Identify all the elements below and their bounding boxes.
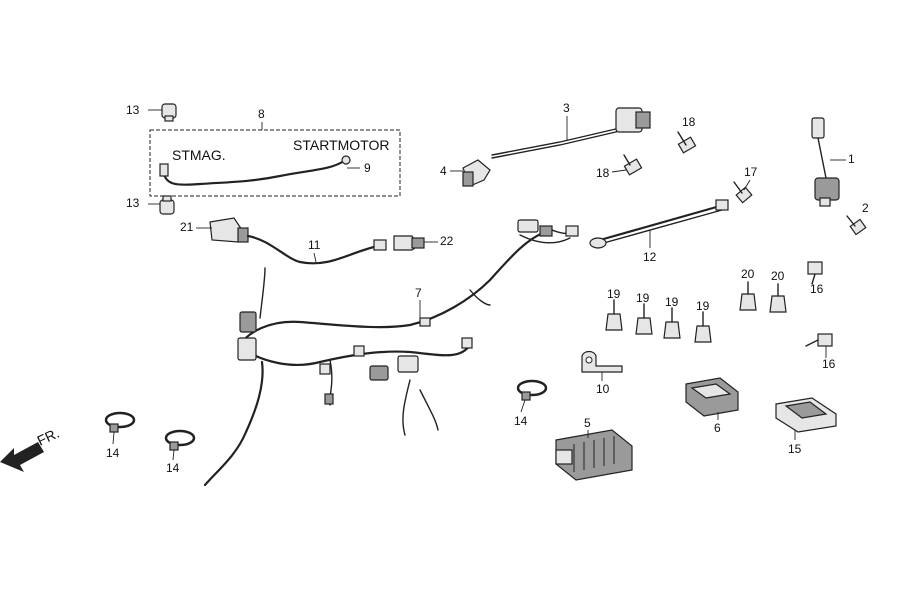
callout-1: 1 xyxy=(848,152,855,166)
callout-18-lower: 18 xyxy=(596,166,610,180)
part-20-clip-1 xyxy=(739,281,757,311)
part-20-clip-2 xyxy=(769,283,787,313)
callout-3: 3 xyxy=(563,101,570,115)
part-5-regulator xyxy=(555,429,633,481)
callout-9: 9 xyxy=(364,161,371,175)
callout-19-4: 19 xyxy=(696,299,710,313)
part-19-clip-3 xyxy=(663,307,681,339)
part-16-bolt-upper xyxy=(807,261,823,285)
callout-21: 21 xyxy=(180,220,194,234)
part-1-sensor xyxy=(811,117,840,207)
callout-13-top: 13 xyxy=(126,103,140,117)
part-16-bolt-lower xyxy=(805,333,833,347)
callout-11: 11 xyxy=(308,238,321,252)
callout-10: 10 xyxy=(596,382,610,396)
callout-8: 8 xyxy=(258,107,265,121)
front-label: FR. xyxy=(35,425,62,449)
callout-15: 15 xyxy=(788,442,802,456)
part-21-connector-cover xyxy=(209,217,249,243)
part-11-sub-harness xyxy=(246,234,387,265)
callout-16-lower: 16 xyxy=(822,357,836,371)
part-4-spark-plug-cap xyxy=(462,159,491,187)
callout-19-3: 19 xyxy=(665,295,679,309)
callout-14-middle: 14 xyxy=(166,461,180,475)
callout-17: 17 xyxy=(744,165,758,179)
part-18-bolt-upper xyxy=(677,131,697,154)
callout-19-1: 19 xyxy=(607,287,621,301)
part-14-band-left xyxy=(104,411,136,433)
st-mag-label: STMAG. xyxy=(172,147,226,163)
callout-7: 7 xyxy=(415,286,422,300)
part-19-clip-1 xyxy=(605,299,623,331)
part-17-bolt xyxy=(733,181,753,204)
part-7-main-harness xyxy=(203,219,579,487)
front-direction-arrow xyxy=(0,442,44,472)
callout-20-1: 20 xyxy=(741,267,755,281)
part-19-clip-4 xyxy=(694,311,712,343)
part-10-bracket xyxy=(581,350,623,373)
part-18-bolt-lower xyxy=(623,154,643,176)
part-14-band-right xyxy=(516,379,548,401)
part-19-clip-2 xyxy=(635,303,653,335)
callout-2: 2 xyxy=(862,201,869,215)
callout-14-left: 14 xyxy=(106,446,120,460)
part-12-earth-cable xyxy=(589,199,729,249)
part-15-holder xyxy=(775,397,837,433)
callout-22: 22 xyxy=(440,234,454,248)
part-3-ignition-coil xyxy=(491,107,651,159)
part-6-relay xyxy=(685,377,739,417)
callout-18-upper: 18 xyxy=(682,115,696,129)
callout-4: 4 xyxy=(440,164,447,178)
callout-6: 6 xyxy=(714,421,721,435)
part-14-band-middle xyxy=(164,429,196,451)
callout-16-upper: 16 xyxy=(810,282,824,296)
part-2-bolt xyxy=(846,215,867,236)
part-22-connector xyxy=(393,235,425,251)
part-8-battery-cable-group: STMAG. STARTMOTOR xyxy=(149,129,401,197)
callout-20-2: 20 xyxy=(771,269,785,283)
callout-5: 5 xyxy=(584,416,591,430)
callout-12: 12 xyxy=(643,250,657,264)
part-13-cap-top xyxy=(161,103,177,122)
start-motor-label: STARTMOTOR xyxy=(293,137,389,153)
callout-19-2: 19 xyxy=(636,291,650,305)
callout-14-right: 14 xyxy=(514,414,528,428)
callout-13-bottom: 13 xyxy=(126,196,140,210)
part-13-cap-bottom xyxy=(159,195,175,215)
